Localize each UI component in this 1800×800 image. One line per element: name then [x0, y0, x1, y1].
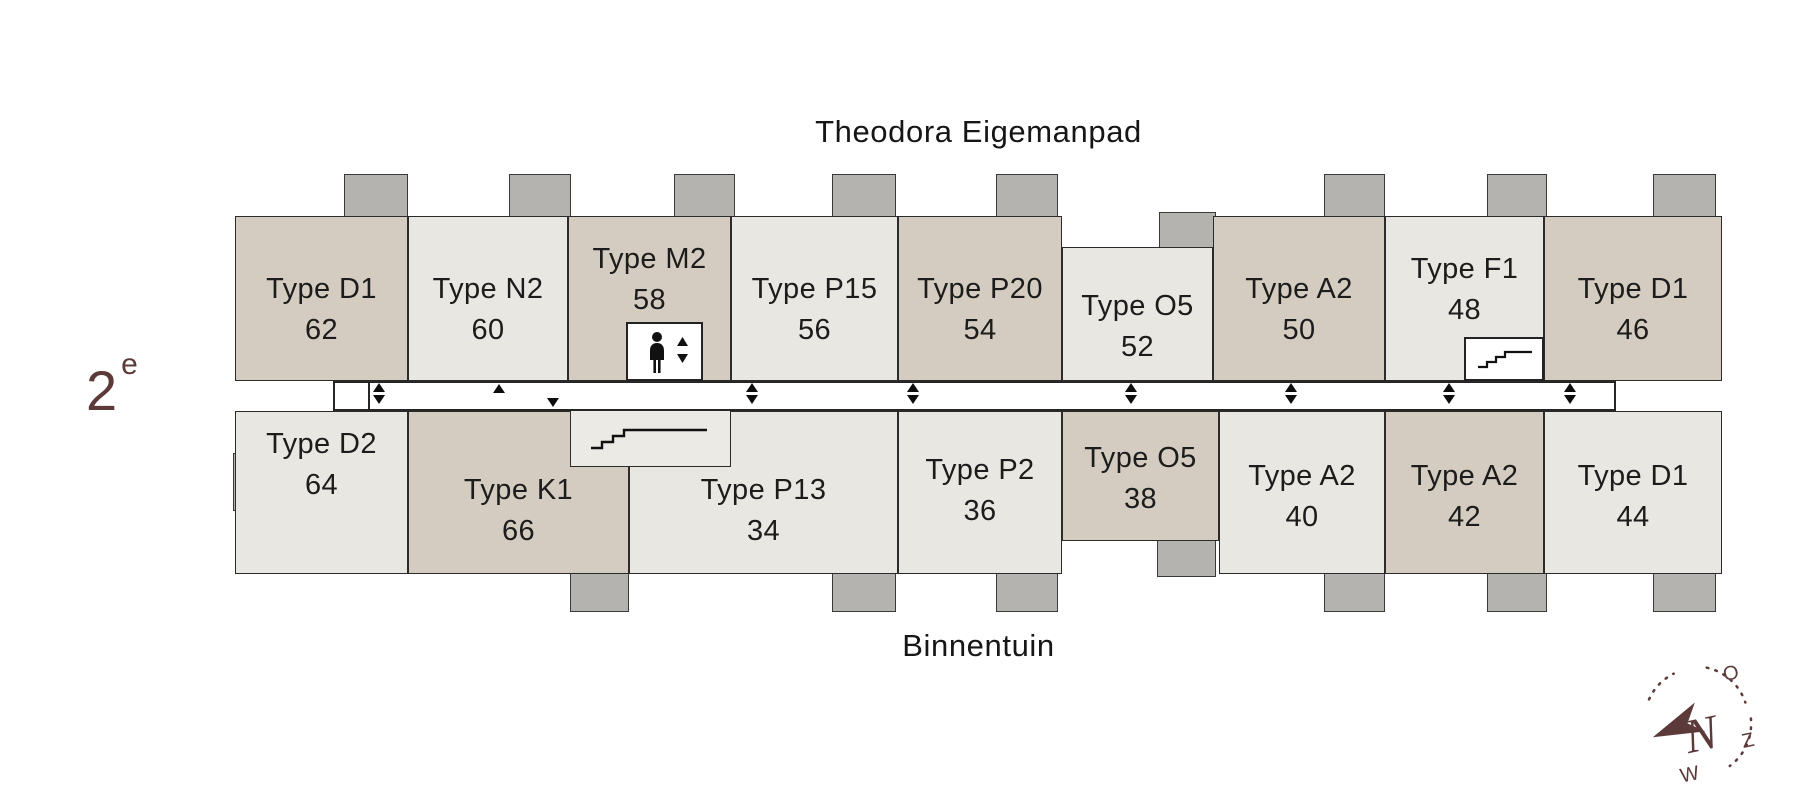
balcony-block — [570, 572, 629, 612]
entrance-arrow-up-icon — [907, 383, 919, 392]
entrance-arrow-down-icon — [1443, 395, 1455, 404]
unit-type: Type D1 — [1577, 273, 1689, 305]
unit-number: 36 — [963, 495, 997, 528]
unit-type: Type D1 — [266, 273, 377, 305]
entrance-arrow-down-icon — [1564, 395, 1576, 404]
stairwell — [1464, 337, 1544, 381]
balcony-block — [832, 572, 896, 612]
entrance-arrow-down-icon — [547, 398, 559, 407]
unit-54[interactable]: Type P20 54 — [898, 216, 1062, 381]
unit-type: Type K1 — [463, 474, 574, 506]
entrance-arrow-down-icon — [1285, 395, 1297, 404]
unit-number: 34 — [746, 515, 781, 548]
balcony-block — [1157, 538, 1216, 577]
unit-number: 62 — [304, 314, 339, 347]
balcony-block — [996, 572, 1058, 612]
stairs-icon — [1478, 350, 1532, 369]
unit-38[interactable]: Type O5 38 — [1062, 411, 1219, 541]
unit-42[interactable]: Type A2 42 — [1385, 411, 1544, 574]
entrance-arrow-up-icon — [1564, 383, 1576, 392]
balcony-block — [344, 174, 408, 219]
balcony-block — [1159, 212, 1216, 249]
entrance-arrow-down-icon — [1125, 395, 1137, 404]
unit-40[interactable]: Type A2 40 — [1219, 411, 1385, 574]
unit-number: 50 — [1282, 314, 1316, 347]
unit-type: Type O5 — [1084, 442, 1197, 474]
unit-number: 46 — [1616, 314, 1650, 347]
balcony-block — [996, 174, 1058, 219]
unit-number: 54 — [963, 314, 997, 347]
unit-56[interactable]: Type P15 56 — [731, 216, 898, 381]
unit-type: Type F1 — [1410, 253, 1519, 285]
elevator-icon — [649, 331, 688, 373]
unit-type: Type D2 — [266, 428, 377, 460]
corridor-wall — [368, 381, 370, 411]
balcony-block — [1653, 572, 1716, 612]
compass-letter-w: W — [1678, 762, 1701, 784]
unit-type: Type P2 — [925, 454, 1035, 486]
elevator — [626, 322, 703, 381]
floor-superscript: e — [121, 348, 139, 382]
entrance-arrow-up-icon — [746, 383, 758, 392]
unit-type: Type M2 — [592, 243, 707, 275]
unit-type: Type A2 — [1245, 273, 1353, 305]
balcony-block — [509, 174, 571, 219]
courtyard-label: Binnentuin — [902, 628, 1055, 663]
balcony-block — [832, 174, 896, 219]
balcony-block — [1487, 174, 1547, 219]
unit-36[interactable]: Type P2 36 — [898, 411, 1062, 574]
unit-number: 52 — [1120, 331, 1155, 364]
compass-letter-z: Z — [1740, 729, 1757, 753]
entrance-arrow-down-icon — [373, 395, 385, 404]
entrance-arrow-up-icon — [1285, 383, 1297, 392]
balcony-block — [1324, 174, 1385, 219]
compass-rose-icon: N O Z W — [1647, 661, 1757, 787]
unit-number: 64 — [304, 469, 339, 502]
unit-type: Type N2 — [432, 273, 544, 305]
unit-type: Type P15 — [751, 273, 878, 305]
unit-type: Type O5 — [1081, 290, 1194, 322]
unit-type: Type P13 — [700, 474, 827, 506]
unit-type: Type D1 — [1577, 460, 1689, 492]
balcony-block — [1324, 572, 1385, 612]
unit-number: 56 — [797, 314, 832, 347]
street-label-top: Theodora Eigemanpad — [815, 114, 1142, 149]
compass-rose: N O Z W — [1640, 660, 1758, 789]
entrance-arrow-down-icon — [907, 395, 919, 404]
entrance-arrow-up-icon — [493, 384, 505, 393]
stairwell — [570, 409, 731, 467]
unit-number: 38 — [1123, 483, 1158, 516]
balcony-block — [674, 174, 735, 219]
unit-number: 66 — [501, 515, 536, 548]
unit-number: 44 — [1616, 501, 1650, 534]
compass-letter-o: O — [1721, 661, 1741, 686]
unit-50[interactable]: Type A2 50 — [1213, 216, 1385, 381]
stairs-icon — [591, 428, 707, 449]
compass-letter-n: N — [1679, 705, 1725, 764]
floor-number: 2 — [86, 359, 119, 422]
balcony-block — [1487, 572, 1547, 612]
unit-number: 60 — [471, 314, 505, 347]
unit-60[interactable]: Type N2 60 — [408, 216, 568, 381]
entrance-arrow-up-icon — [1125, 383, 1137, 392]
unit-number: 58 — [632, 284, 667, 317]
entrance-arrow-up-icon — [373, 383, 385, 392]
unit-44[interactable]: Type D1 44 — [1544, 411, 1722, 574]
balcony-block — [1653, 174, 1716, 219]
unit-52[interactable]: Type O5 52 — [1062, 247, 1213, 381]
unit-62[interactable]: Type D1 62 — [235, 216, 408, 381]
unit-46[interactable]: Type D1 46 — [1544, 216, 1722, 381]
entrance-arrow-up-icon — [1443, 383, 1455, 392]
unit-number: 48 — [1447, 294, 1482, 327]
unit-64[interactable]: Type D2 64 — [235, 411, 408, 574]
corridor — [333, 381, 1616, 411]
unit-number: 40 — [1285, 501, 1319, 534]
unit-type: Type A2 — [1410, 460, 1519, 492]
unit-type: Type P20 — [917, 273, 1043, 305]
entrance-arrow-down-icon — [746, 395, 758, 404]
unit-type: Type A2 — [1248, 460, 1356, 492]
unit-number: 42 — [1447, 501, 1482, 534]
